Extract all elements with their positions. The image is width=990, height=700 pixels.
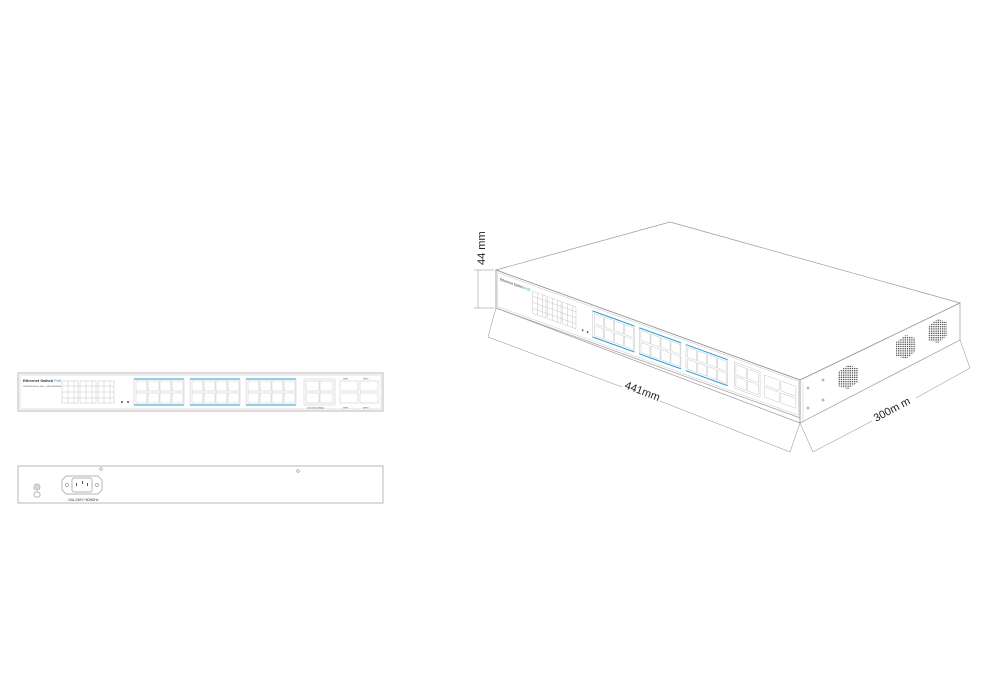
vent-icon <box>838 319 947 389</box>
dimension-lines <box>474 269 971 453</box>
brand-label: Ethernet Switch <box>23 378 54 383</box>
front-view: Ethernet Switch PoE 10/100M 24-Port PoE … <box>17 372 384 412</box>
sfp-label-3: SFP3 <box>343 408 349 410</box>
top-face <box>494 221 961 381</box>
brand-suffix: PoE <box>54 378 62 383</box>
rear-view: 10A-240V~50/60Hz <box>17 465 384 504</box>
depth-dimension: 300m m <box>872 395 913 424</box>
panel-subtitle: 10/100M 24-Port PoE + 4Gb SFP/RJ45 <box>23 385 62 388</box>
height-dimension: 44 mm <box>476 231 488 265</box>
ground-terminal-icon <box>33 483 41 498</box>
width-dimension: 441mm <box>623 380 662 404</box>
iso-brand-suffix: PoE <box>524 286 531 293</box>
iso-brand-label: Ethernet Switch <box>500 277 523 290</box>
svg-text:Ethernet Switch PoE: Ethernet Switch PoE <box>500 277 531 292</box>
isometric-view: Ethernet Switch PoE <box>494 221 961 424</box>
power-rating: 10A-240V~50/60Hz <box>68 498 99 502</box>
power-socket-icon <box>61 475 103 495</box>
sfp-label-1: SFP1 <box>343 379 349 381</box>
combo-label: 10/100/1000Mbps <box>307 408 325 410</box>
sfp-label-4: SFP4 <box>363 408 369 410</box>
sfp-label-2: SFP2 <box>363 379 369 381</box>
